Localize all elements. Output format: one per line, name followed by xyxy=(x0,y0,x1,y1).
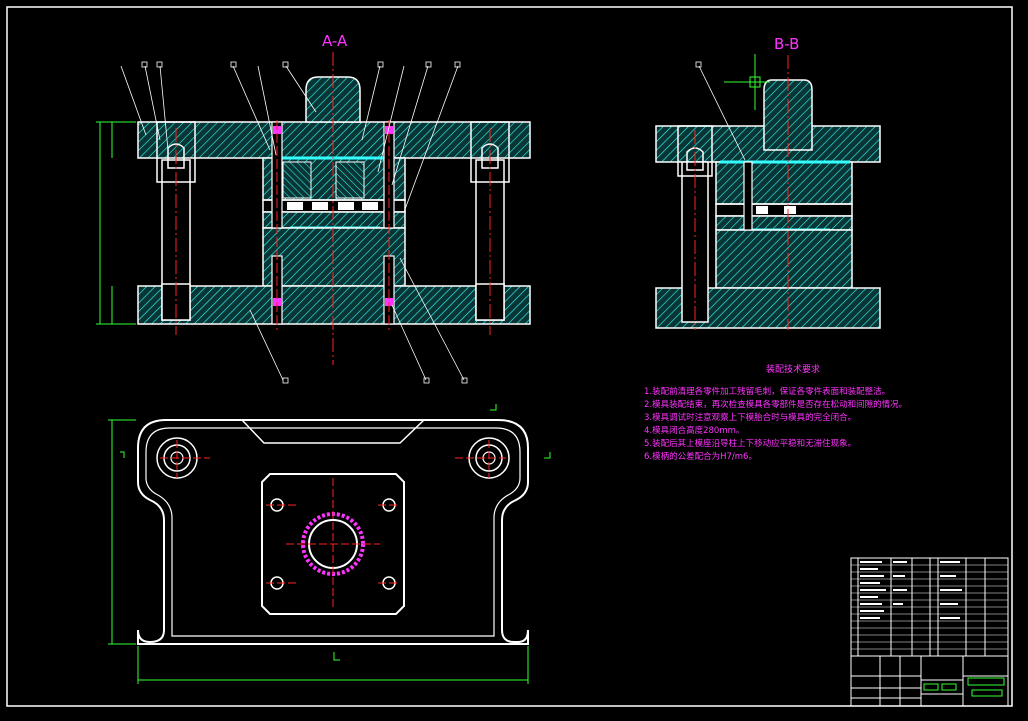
section-bb-view xyxy=(655,54,881,330)
upper-die-seat xyxy=(137,121,531,159)
title-block-cells xyxy=(860,561,962,619)
section-bb-title: B-B xyxy=(774,35,800,53)
requirements-list: 1.装配前清理各零件加工残留毛刺，保证各零件表面和装配整洁。 2.模具装配结束，… xyxy=(644,386,907,464)
title-block-logos xyxy=(923,677,1005,697)
section-aa-view xyxy=(96,52,531,384)
lower-die-seat-outline xyxy=(137,419,529,645)
requirement-item: 3.模具调试时注意观察上下模胎合时与模具的完全闭合。 xyxy=(644,413,857,423)
plan-view xyxy=(108,404,551,684)
requirement-item: 4.模具闭合高度280mm。 xyxy=(644,426,745,436)
requirement-item: 1.装配前清理各零件加工残留毛刺，保证各零件表面和装配整洁。 xyxy=(644,387,891,397)
requirement-item: 5.装配后其上模座沿导柱上下移动应平稳和无滞住现象。 xyxy=(644,439,857,449)
bb-die-block xyxy=(715,229,853,289)
title-block-rows xyxy=(851,564,1008,650)
sheet-border xyxy=(6,6,1013,707)
requirement-item: 6.模柄的公差配合为H7/m6。 xyxy=(644,452,757,462)
requirements-heading: 装配技术要求 xyxy=(766,365,821,375)
lower-die-seat xyxy=(137,285,531,325)
section-aa-title: A-A xyxy=(322,32,348,50)
plan-die-block xyxy=(261,473,405,615)
requirement-item: 2.模具装配结束，再次检查模具各零部件是否存在松动和间隙的情况。 xyxy=(644,400,908,410)
bb-die-shank xyxy=(763,79,813,151)
